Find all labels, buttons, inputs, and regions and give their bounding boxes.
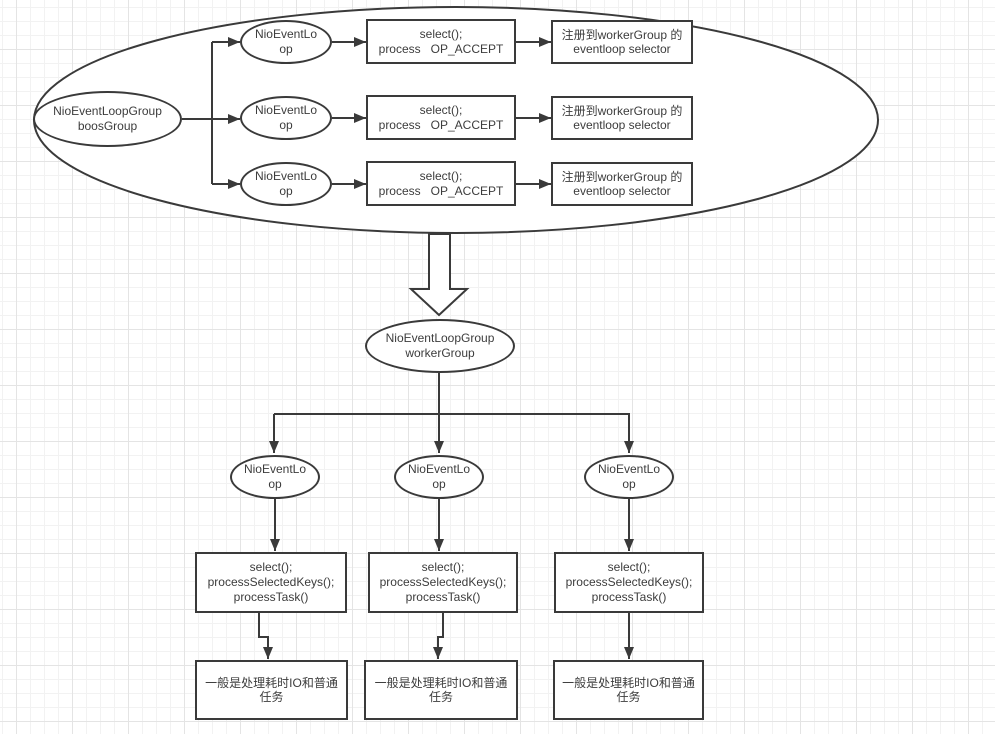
connector-lines — [182, 37, 634, 659]
register-box-3: 注册到workerGroup 的 eventloop selector — [551, 162, 693, 206]
task-box-2: 一般是处理耗时IO和普通 任务 — [364, 660, 518, 720]
worker-select-box-2: select(); processSelectedKeys(); process… — [368, 552, 518, 613]
register-box-1: 注册到workerGroup 的 eventloop selector — [551, 20, 693, 64]
boss-eventloop-2: NioEventLo op — [240, 96, 332, 140]
boss-eventloop-1: NioEventLo op — [240, 20, 332, 64]
worker-select-box-1: select(); processSelectedKeys(); process… — [195, 552, 347, 613]
register-box-2: 注册到workerGroup 的 eventloop selector — [551, 96, 693, 140]
boss-select-box-1: select(); process OP_ACCEPT — [366, 19, 516, 64]
worker-eventloop-2: NioEventLo op — [394, 455, 484, 499]
worker-eventloop-1: NioEventLo op — [230, 455, 320, 499]
worker-group-ellipse: NioEventLoopGroup workerGroup — [365, 319, 515, 373]
worker-eventloop-3: NioEventLo op — [584, 455, 674, 499]
connector-select-to-task2 — [433, 613, 444, 659]
boss-eventloop-3: NioEventLo op — [240, 162, 332, 206]
worker-select-box-3: select(); processSelectedKeys(); process… — [554, 552, 704, 613]
boss-select-box-3: select(); process OP_ACCEPT — [366, 161, 516, 206]
boss-select-box-2: select(); process OP_ACCEPT — [366, 95, 516, 140]
task-box-3: 一般是处理耗时IO和普通 任务 — [553, 660, 704, 720]
block-arrow-down — [408, 233, 470, 317]
boss-group-ellipse: NioEventLoopGroup boosGroup — [33, 91, 182, 147]
task-box-1: 一般是处理耗时IO和普通 任务 — [195, 660, 348, 720]
connector-select-to-task1 — [258, 613, 273, 659]
